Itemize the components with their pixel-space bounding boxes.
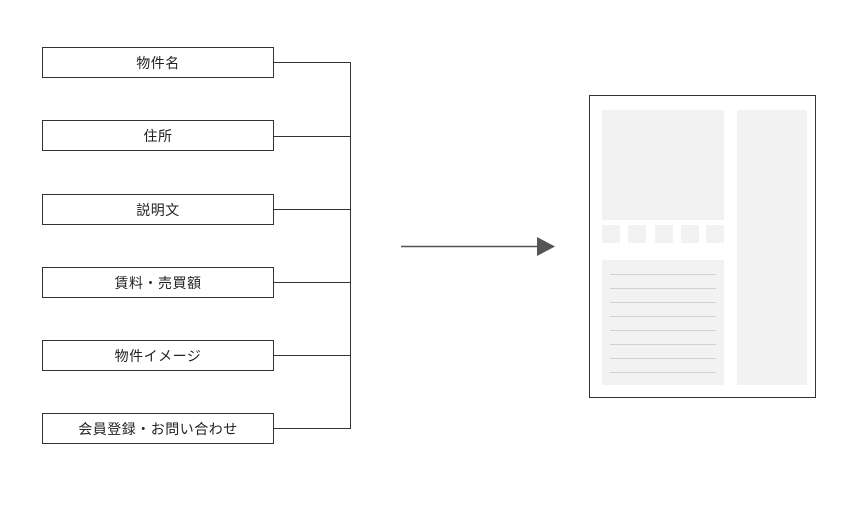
text-lines bbox=[610, 274, 716, 373]
field-property-name: 物件名 bbox=[42, 47, 274, 78]
right-arrow-icon bbox=[401, 237, 555, 256]
field-label: 賃料・売買額 bbox=[114, 275, 202, 292]
field-address: 住所 bbox=[42, 120, 274, 151]
field-rent-sale-price: 賃料・売買額 bbox=[42, 267, 274, 298]
thumbnail-box bbox=[602, 225, 620, 243]
field-label: 物件イメージ bbox=[114, 348, 202, 365]
thumbnail-box bbox=[655, 225, 673, 243]
field-label: 会員登録・お問い合わせ bbox=[78, 421, 238, 438]
field-member-inquiry: 会員登録・お問い合わせ bbox=[42, 413, 274, 444]
field-property-image: 物件イメージ bbox=[42, 340, 274, 371]
page-layout-mockup bbox=[589, 95, 816, 398]
thumbnail-box bbox=[681, 225, 699, 243]
text-content-area bbox=[602, 260, 724, 385]
main-image-area bbox=[602, 110, 724, 220]
field-label: 住所 bbox=[143, 128, 173, 145]
thumbnail-box bbox=[628, 225, 646, 243]
field-description: 説明文 bbox=[42, 194, 274, 225]
field-label: 説明文 bbox=[136, 202, 180, 219]
sidebar-area bbox=[737, 110, 807, 385]
thumbnail-box bbox=[706, 225, 724, 243]
field-label: 物件名 bbox=[136, 55, 180, 72]
bracket-connector bbox=[274, 62, 351, 429]
